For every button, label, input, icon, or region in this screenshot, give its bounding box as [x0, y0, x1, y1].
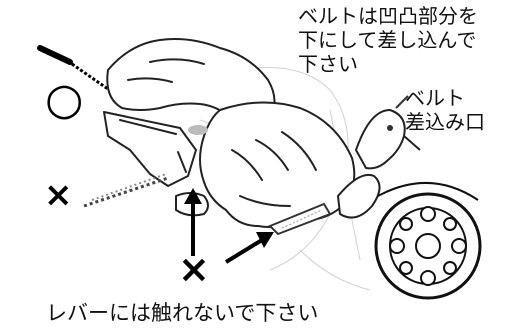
belt-instruction-text: ベルトは凹凸部分を 下にして差し込んで 下さい: [298, 4, 478, 76]
wrong-mark-bottom: ×: [178, 247, 210, 291]
belt-instruction-line-2: 下にして差し込んで: [298, 28, 477, 52]
belt-slot-drawing: [337, 95, 421, 219]
correct-mark: ○: [45, 74, 84, 125]
belt-instruction-line-3: 下さい: [298, 52, 358, 76]
belt-slot-label: ベルト 差込み口: [405, 86, 485, 134]
belt-instruction-line-1: ベルトは凹凸部分を: [298, 4, 478, 28]
lever-warning-text: レバーには触れないで下さい: [46, 301, 319, 325]
belt-slot-line-1: ベルト: [405, 86, 465, 110]
wrong-insertion-left: [83, 173, 169, 208]
arrow-up: [184, 188, 202, 256]
wrong-mark-left: ×: [44, 175, 73, 215]
arrow-diagonal: [224, 232, 274, 264]
belt-slot-line-2: 差込み口: [405, 110, 485, 134]
belt-tongue-lower: [268, 202, 332, 236]
retractor-wheel: [374, 181, 482, 300]
